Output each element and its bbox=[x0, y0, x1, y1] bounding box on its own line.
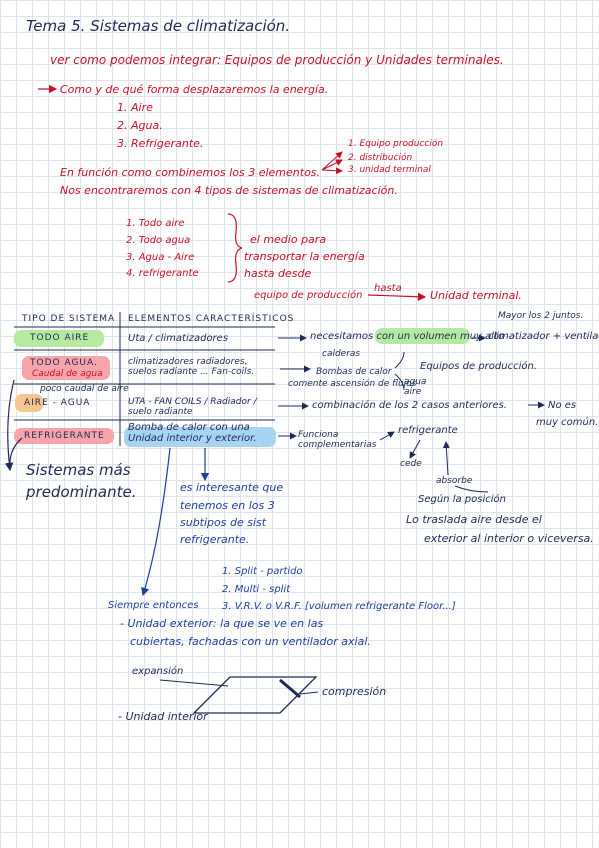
page-title: Tema 5. Sistemas de climatización. bbox=[26, 17, 291, 35]
highlight-unidad bbox=[124, 427, 276, 447]
row-name-aire-agua: AIRE - AGUA bbox=[24, 398, 91, 408]
row-note-aire-agua: poco caudal de aire bbox=[40, 384, 129, 394]
types-note-1: el medio para bbox=[250, 233, 327, 246]
flow-via: hasta bbox=[374, 283, 402, 294]
diagram-compressor: compresión bbox=[322, 685, 387, 698]
note-absorbe: absorbe bbox=[436, 476, 473, 486]
subtypes-intro-1: es interesante que bbox=[180, 481, 284, 494]
note-transfer-1: Lo traslada aire desde el bbox=[406, 513, 542, 526]
subtypes-intro-2: tenemos en los 3 bbox=[180, 499, 275, 512]
diagram-expansion: expansión bbox=[132, 666, 184, 677]
table-header-elements: ELEMENTOS CARACTERÍSTICOS bbox=[128, 314, 295, 324]
note-heat-pump: Bombas de calor bbox=[316, 367, 392, 377]
flow-from: equipo de producción bbox=[254, 290, 363, 301]
row-desc-refrigerante: Bomba de calor con una Unidad interior y… bbox=[128, 422, 257, 444]
highlight-volumen bbox=[375, 328, 470, 344]
note-top-right: Mayor los 2 juntos. bbox=[498, 311, 584, 321]
row-desc-todo-aire: Uta / climatizadores bbox=[128, 333, 229, 344]
intro-item-3: 3. Refrigerante. bbox=[117, 137, 204, 150]
note-air-volume: necesitamos con un volumen muy alto bbox=[310, 331, 505, 342]
types-note-3: hasta desde bbox=[244, 267, 312, 280]
elements-line-2: Nos encontraremos con 4 tipos de sistema… bbox=[60, 184, 398, 197]
elements-line-1: En función como combinemos los 3 element… bbox=[60, 166, 321, 179]
note-equipos: Equipos de producción. bbox=[420, 361, 537, 372]
subtypes-always-two: Siempre entonces bbox=[108, 600, 199, 611]
note-no-comun-1: No es bbox=[548, 400, 577, 411]
note-segun: Según la posición bbox=[418, 494, 506, 505]
subtype-item-1: 1. Split - partido bbox=[222, 566, 303, 577]
row-desc-todo-agua: climatizadores radiadores, suelos radian… bbox=[128, 357, 255, 377]
note-refrigerante: refrigerante bbox=[398, 425, 458, 436]
subtypes-intro-4: refrigerante. bbox=[180, 533, 250, 546]
table-header-type: TIPO DE SISTEMA bbox=[22, 314, 116, 324]
note-air-equipment: climatizador + ventilador. bbox=[488, 331, 599, 342]
note-no-comun-2: muy común. bbox=[536, 417, 599, 428]
note-cede: cede bbox=[400, 459, 422, 469]
element-item-1: 1. Equipo producción bbox=[348, 139, 444, 149]
type-item-2: 2. Todo agua bbox=[126, 235, 191, 246]
types-note-2: transportar la energía bbox=[244, 250, 365, 263]
note-pumps: comente ascensión de flujos bbox=[288, 379, 417, 389]
subtypes-intro-3: subtipos de sist bbox=[180, 516, 267, 529]
predominant-line-2: predominante. bbox=[26, 483, 137, 501]
row-name-todo-agua: TODO AGUA. bbox=[30, 358, 98, 368]
highlight-aire-agua bbox=[15, 394, 43, 412]
diagram-indoor: - Unidad interior bbox=[118, 710, 208, 723]
note-transfer-2: exterior al interior o viceversa. bbox=[424, 532, 594, 545]
note-boilers: calderas bbox=[322, 349, 361, 359]
flow-to: Unidad terminal. bbox=[430, 289, 522, 302]
intro-item-2: 2. Agua. bbox=[117, 119, 163, 132]
element-item-3: 3. unidad terminal bbox=[348, 165, 431, 175]
subtype-item-2: 2. Multi - split bbox=[222, 584, 291, 595]
note-agua-aire: agua aire bbox=[404, 377, 427, 397]
intro-item-1: 1. Aire bbox=[117, 101, 153, 114]
predominant-line-1: Sistemas más bbox=[26, 461, 131, 479]
highlight-todo-agua bbox=[22, 356, 110, 380]
note-combination: combinación de los 2 casos anteriores. bbox=[312, 400, 507, 411]
row-name-refrigerante: REFRIGERANTE bbox=[24, 431, 105, 441]
element-item-2: 2. distribución bbox=[348, 153, 413, 163]
row-note-todo-agua: Caudal de agua bbox=[32, 369, 103, 379]
type-item-4: 4. refrigerante bbox=[126, 268, 199, 279]
type-item-3: 3. Agua - Aire bbox=[126, 252, 195, 263]
highlight-todo-aire bbox=[14, 330, 104, 347]
highlight-refrigerante bbox=[14, 428, 114, 444]
type-item-1: 1. Todo aire bbox=[126, 218, 185, 229]
intro-line: Como y de qué forma desplazaremos la ene… bbox=[60, 83, 329, 96]
subtype-item-3: 3. V.R.V. o V.R.F. [volumen refrigerante… bbox=[222, 601, 456, 612]
page-subtitle: ver como podemos integrar: Equipos de pr… bbox=[50, 53, 504, 67]
subtypes-outdoor-2: cubiertas, fachadas con un ventilador ax… bbox=[130, 635, 371, 648]
row-name-todo-aire: TODO AIRE bbox=[30, 333, 90, 343]
note-functions: Funciona complementarias bbox=[298, 430, 377, 450]
subtypes-outdoor-1: - Unidad exterior: la que se ve en las bbox=[120, 617, 324, 630]
row-desc-aire-agua: UTA - FAN COILS / Radiador / suelo radia… bbox=[128, 397, 257, 417]
